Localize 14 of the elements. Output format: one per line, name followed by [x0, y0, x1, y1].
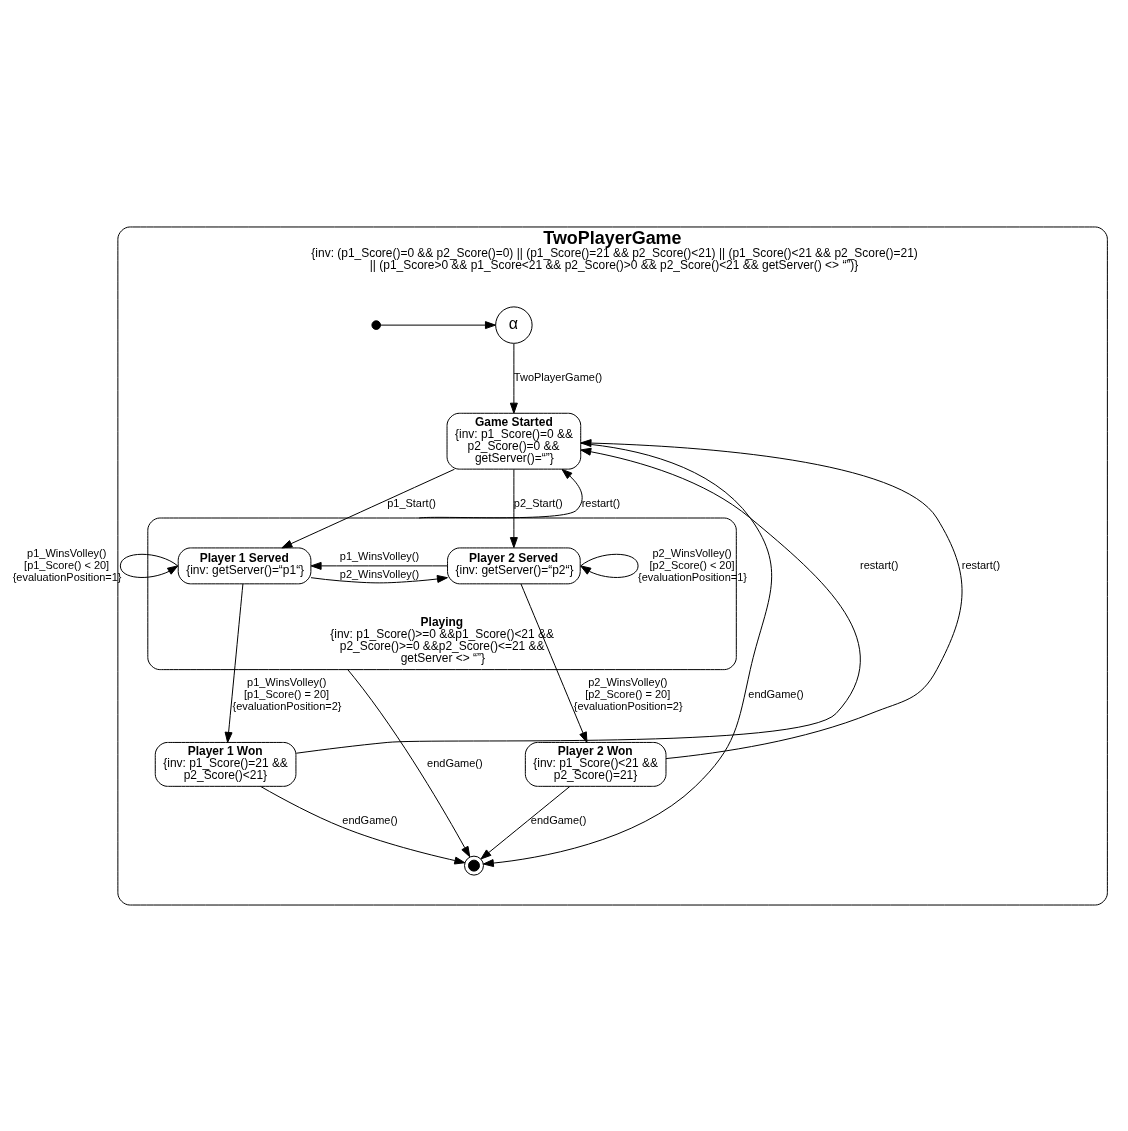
edge-label: restart() — [860, 558, 899, 571]
edge-label: endGame() — [530, 813, 587, 826]
edge-label: endGame() — [748, 687, 804, 700]
edge-label: TwoPlayerGame() — [513, 370, 603, 383]
edge-label: p2_WinsVolley() [p2_Score() = 20] {evaluationPosition=2} — [573, 675, 683, 712]
edge-label: endGame() — [427, 756, 483, 769]
edge-label: p2_Start() — [513, 496, 563, 509]
edge-label: p1_WinsVolley() — [339, 549, 420, 562]
edge-label: restart() — [581, 496, 621, 509]
edge-label: p1_Start() — [387, 496, 436, 509]
edge-label: p2_WinsVolley() — [339, 567, 420, 580]
edge-label: endGame() — [342, 813, 398, 826]
edge-label: p1_WinsVolley() [p1_Score() = 20] {evaluationPosition=2} — [232, 675, 342, 712]
edge-label: restart() — [961, 558, 1001, 571]
